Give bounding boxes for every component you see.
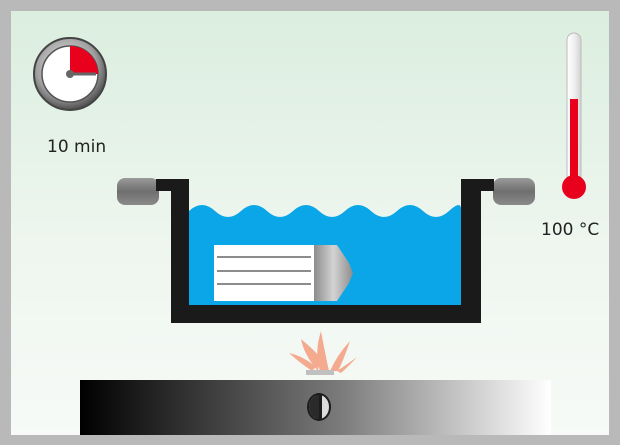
- pot-right-handle: [493, 178, 535, 205]
- pot-left-handle: [117, 178, 159, 205]
- simulation-scene: 10 min 100 °C: [11, 11, 609, 435]
- timer-label: 10 min: [47, 137, 107, 157]
- timer-progress-wedge: [70, 46, 98, 74]
- stove-knob-icon[interactable]: [307, 393, 331, 421]
- flame-icon: [289, 331, 357, 375]
- timer-icon: [33, 37, 107, 111]
- thermometer-mercury: [570, 99, 578, 191]
- scene-graphics: [33, 32, 586, 435]
- thermometer-icon: [562, 32, 586, 199]
- pot: [156, 179, 494, 323]
- temperature-label: 100 °C: [541, 220, 600, 240]
- jar-in-water: [214, 245, 353, 301]
